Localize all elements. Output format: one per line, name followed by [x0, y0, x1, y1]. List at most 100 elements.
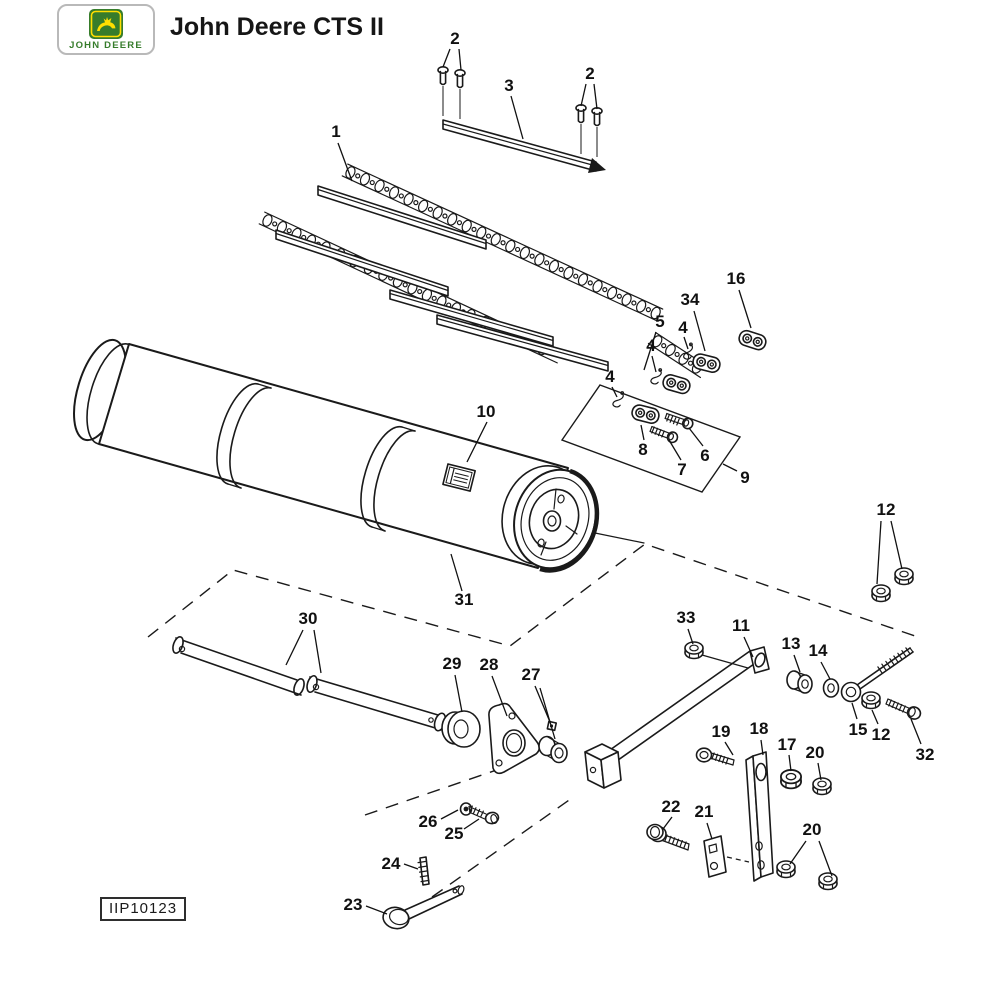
deer-leaping-icon [89, 9, 123, 39]
part-callout-28: 28 [480, 655, 499, 674]
part-callout-21: 21 [695, 802, 714, 821]
callout-leader [463, 818, 480, 830]
callout-leader [403, 863, 419, 870]
part-callout-33: 33 [677, 608, 696, 627]
callout-leader [760, 739, 764, 756]
part-34-chain-link [690, 351, 723, 375]
callout-leader [510, 95, 524, 140]
figure-code-box: IIP10123 [100, 897, 187, 921]
part-callout-22: 22 [662, 797, 681, 816]
part-callout-7: 7 [677, 460, 686, 479]
part-3-wear-strip [442, 119, 606, 173]
part-callout-16: 16 [727, 269, 746, 288]
part-callout-31: 31 [455, 590, 474, 609]
callout-leader [876, 520, 882, 585]
callout-leader [539, 687, 556, 740]
part-callout-1: 1 [331, 122, 340, 141]
part-31-drum [73, 338, 600, 573]
part-callout-17: 17 [778, 735, 797, 754]
callout-leader [688, 427, 704, 447]
part-callout-12: 12 [872, 725, 891, 744]
callout-leader [706, 822, 713, 840]
part-callout-12: 12 [877, 500, 896, 519]
callout-leader [466, 421, 488, 463]
slat-bar [436, 314, 609, 372]
part-1-conveyor-frame [258, 163, 709, 379]
drum-pulley [501, 464, 600, 573]
callout-leader [851, 702, 858, 720]
callout-leader [817, 762, 822, 781]
callout-leader [738, 289, 752, 329]
part-29-bearing [441, 710, 481, 748]
part-callout-20: 20 [806, 743, 825, 762]
part-callout-5: 5 [655, 312, 664, 331]
callout-leader [871, 709, 879, 725]
part-callout-19: 19 [712, 722, 731, 741]
part-32-bolt [885, 698, 922, 720]
callout-leader [793, 654, 801, 673]
callout-leader [818, 840, 833, 877]
part-callout-8: 8 [638, 440, 647, 459]
callout-leader [789, 840, 807, 865]
part-callout-25: 25 [445, 824, 464, 843]
callout-leader [458, 48, 462, 71]
slat-bar [389, 289, 554, 347]
part-8-chain-link [629, 402, 662, 426]
callout-leader [820, 661, 831, 680]
part-9-panel [560, 384, 742, 493]
part-12-nut-lower [861, 691, 881, 710]
part-18-strap [745, 751, 774, 882]
part-callout-3: 3 [504, 76, 513, 95]
part-callout-27: 27 [522, 665, 541, 684]
part-callout-32: 32 [916, 745, 935, 764]
part-callout-18: 18 [750, 719, 769, 738]
header: JOHN DEERE John Deere CTS II [0, 0, 1000, 70]
part-callout-15: 15 [849, 720, 868, 739]
callout-leader [668, 439, 682, 461]
drum-band [360, 425, 416, 532]
part-22-bolt [646, 823, 690, 851]
page-title: John Deere CTS II [170, 13, 384, 41]
part-33-nut [684, 641, 704, 660]
callout-leader [724, 741, 734, 756]
callout-leader [743, 636, 754, 658]
dashed-outline [147, 532, 919, 898]
callout-leader [643, 331, 657, 371]
callout-leader [313, 629, 322, 674]
callout-leader [337, 142, 353, 182]
callout-leader [651, 355, 657, 373]
part-callout-34: 34 [681, 290, 700, 309]
callout-leader [693, 310, 706, 352]
callout-leader [910, 718, 922, 745]
slat-bar [275, 229, 449, 297]
part-callout-30: 30 [299, 609, 318, 628]
callout-leader [890, 520, 903, 570]
part-callout-4: 4 [678, 318, 688, 337]
part-callout-2: 2 [450, 29, 459, 48]
part-16-chain-link [736, 328, 769, 353]
callout-leader [534, 685, 551, 723]
part-callout-29: 29 [443, 654, 462, 673]
part-callout-6: 6 [700, 446, 709, 465]
logo-text: JOHN DEERE [69, 40, 143, 51]
part-callout-14: 14 [809, 641, 828, 660]
part-13-bushing [786, 670, 813, 694]
part-callout-9: 9 [740, 468, 749, 487]
callout-leader [593, 83, 598, 110]
part-callout-10: 10 [477, 402, 496, 421]
callout-leader [285, 629, 304, 666]
part-callout-26: 26 [419, 812, 438, 831]
part-19-bolt [695, 747, 735, 766]
part-30-tubes [172, 636, 447, 732]
drum-band [216, 382, 272, 489]
callout-leader [454, 674, 463, 713]
part-11-arm [584, 646, 770, 789]
callout-leader [788, 754, 792, 772]
part-callout-24: 24 [382, 854, 401, 873]
slat-bar [317, 185, 487, 250]
part-callout-2: 2 [585, 64, 594, 83]
part-17-nut [780, 769, 802, 790]
callout-leader [687, 628, 694, 645]
part-callout-20: 20 [803, 820, 822, 839]
